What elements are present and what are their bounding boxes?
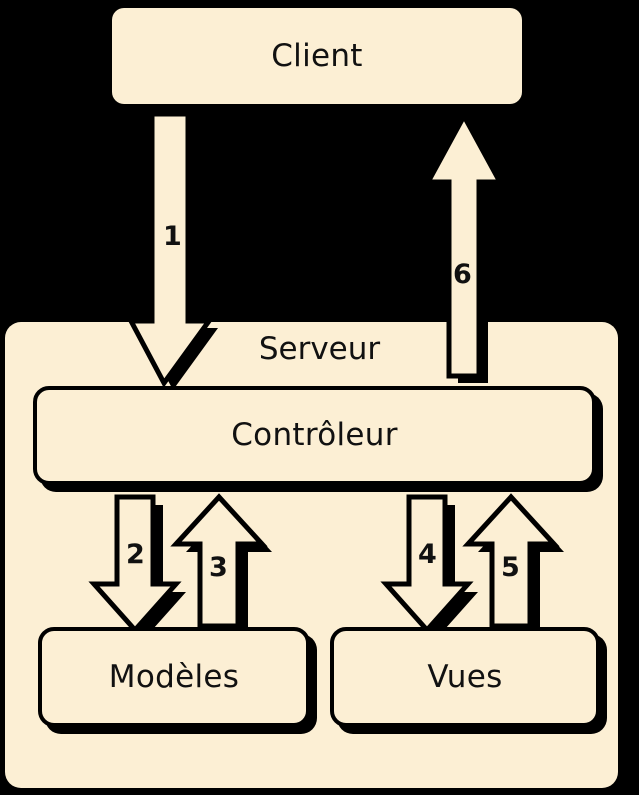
client-box[interactable]: Client [112, 8, 522, 104]
controller-box[interactable]: Contrôleur [33, 386, 596, 485]
views-box[interactable]: Vues [330, 627, 600, 727]
arrow-3-models-to-controller: 3 [168, 492, 288, 637]
arrow-1-client-to-controller: 1 [125, 108, 225, 390]
client-label: Client [271, 37, 363, 74]
controller-label: Contrôleur [231, 417, 398, 453]
arrow-5-views-to-controller: 5 [460, 492, 580, 637]
views-label: Vues [427, 658, 503, 695]
arrow-6-controller-to-client: 6 [423, 110, 525, 383]
models-box[interactable]: Modèles [38, 627, 310, 727]
models-label: Modèles [108, 658, 240, 695]
